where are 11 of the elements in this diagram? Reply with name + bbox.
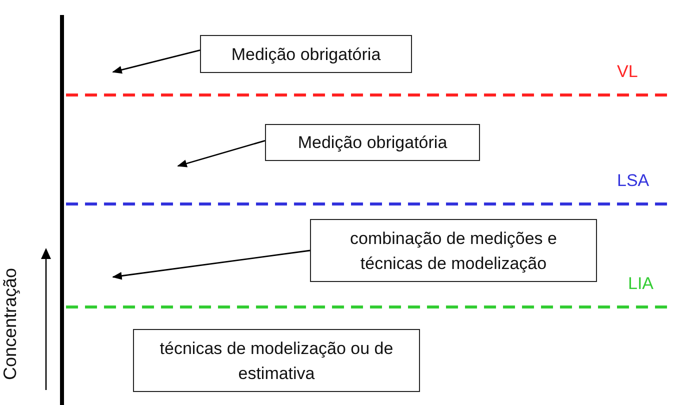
text-box: técnicas de modelização ou de estimativa: [133, 329, 420, 392]
text-box: Medição obrigatória: [200, 35, 412, 73]
threshold-label: LIA: [628, 274, 654, 294]
text-box: Medição obrigatória: [265, 124, 480, 161]
threshold-label: LSA: [617, 171, 650, 191]
axis-label: Concentração: [0, 268, 21, 380]
threshold-label: VL: [617, 62, 638, 82]
arrow: [177, 140, 266, 168]
text-box: combinação de medições e técnicas de modelização: [310, 219, 597, 282]
arrow: [112, 50, 200, 74]
arrow: [112, 250, 310, 280]
